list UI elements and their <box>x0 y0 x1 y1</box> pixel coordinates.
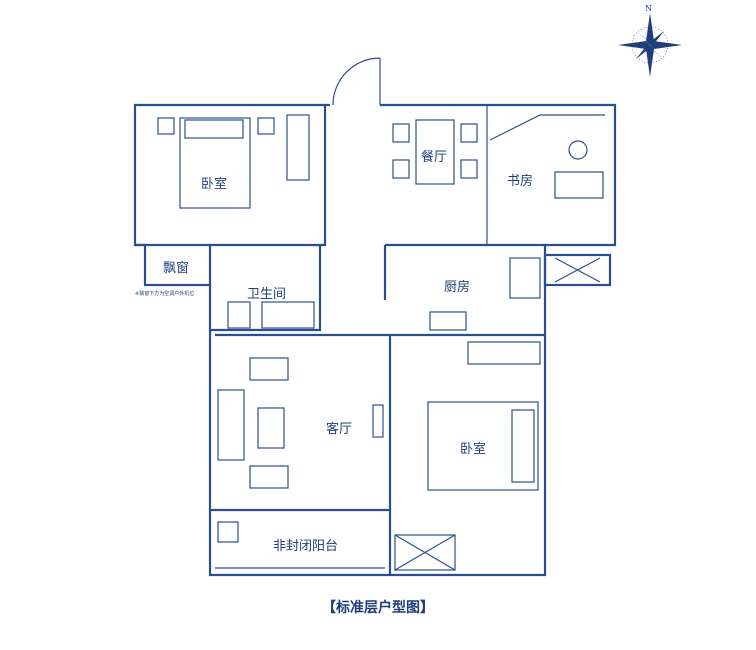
room-label-bay-window: 飘窗 <box>163 261 190 276</box>
ac-note: ※飘窗下方为空调户外机位 <box>135 291 195 297</box>
room-label-bathroom: 卫生间 <box>247 287 287 302</box>
room-label-bedroom-bottom: 卧室 <box>460 442 487 457</box>
plan-title: 【标准层户型图】 <box>322 600 434 616</box>
room-label-study: 书房 <box>507 174 534 189</box>
room-label-kitchen: 厨房 <box>444 280 471 295</box>
room-label-living: 客厅 <box>326 422 353 437</box>
entrance-door <box>332 57 381 106</box>
furniture <box>157 114 605 543</box>
room-label-bedroom-top: 卧室 <box>201 177 228 192</box>
compass-rose-icon <box>618 13 682 77</box>
room-label-dining: 餐厅 <box>421 150 448 165</box>
compass-north-label: N <box>645 4 652 13</box>
room-label-balcony: 非封闭阳台 <box>273 539 339 554</box>
walls <box>133 103 617 577</box>
